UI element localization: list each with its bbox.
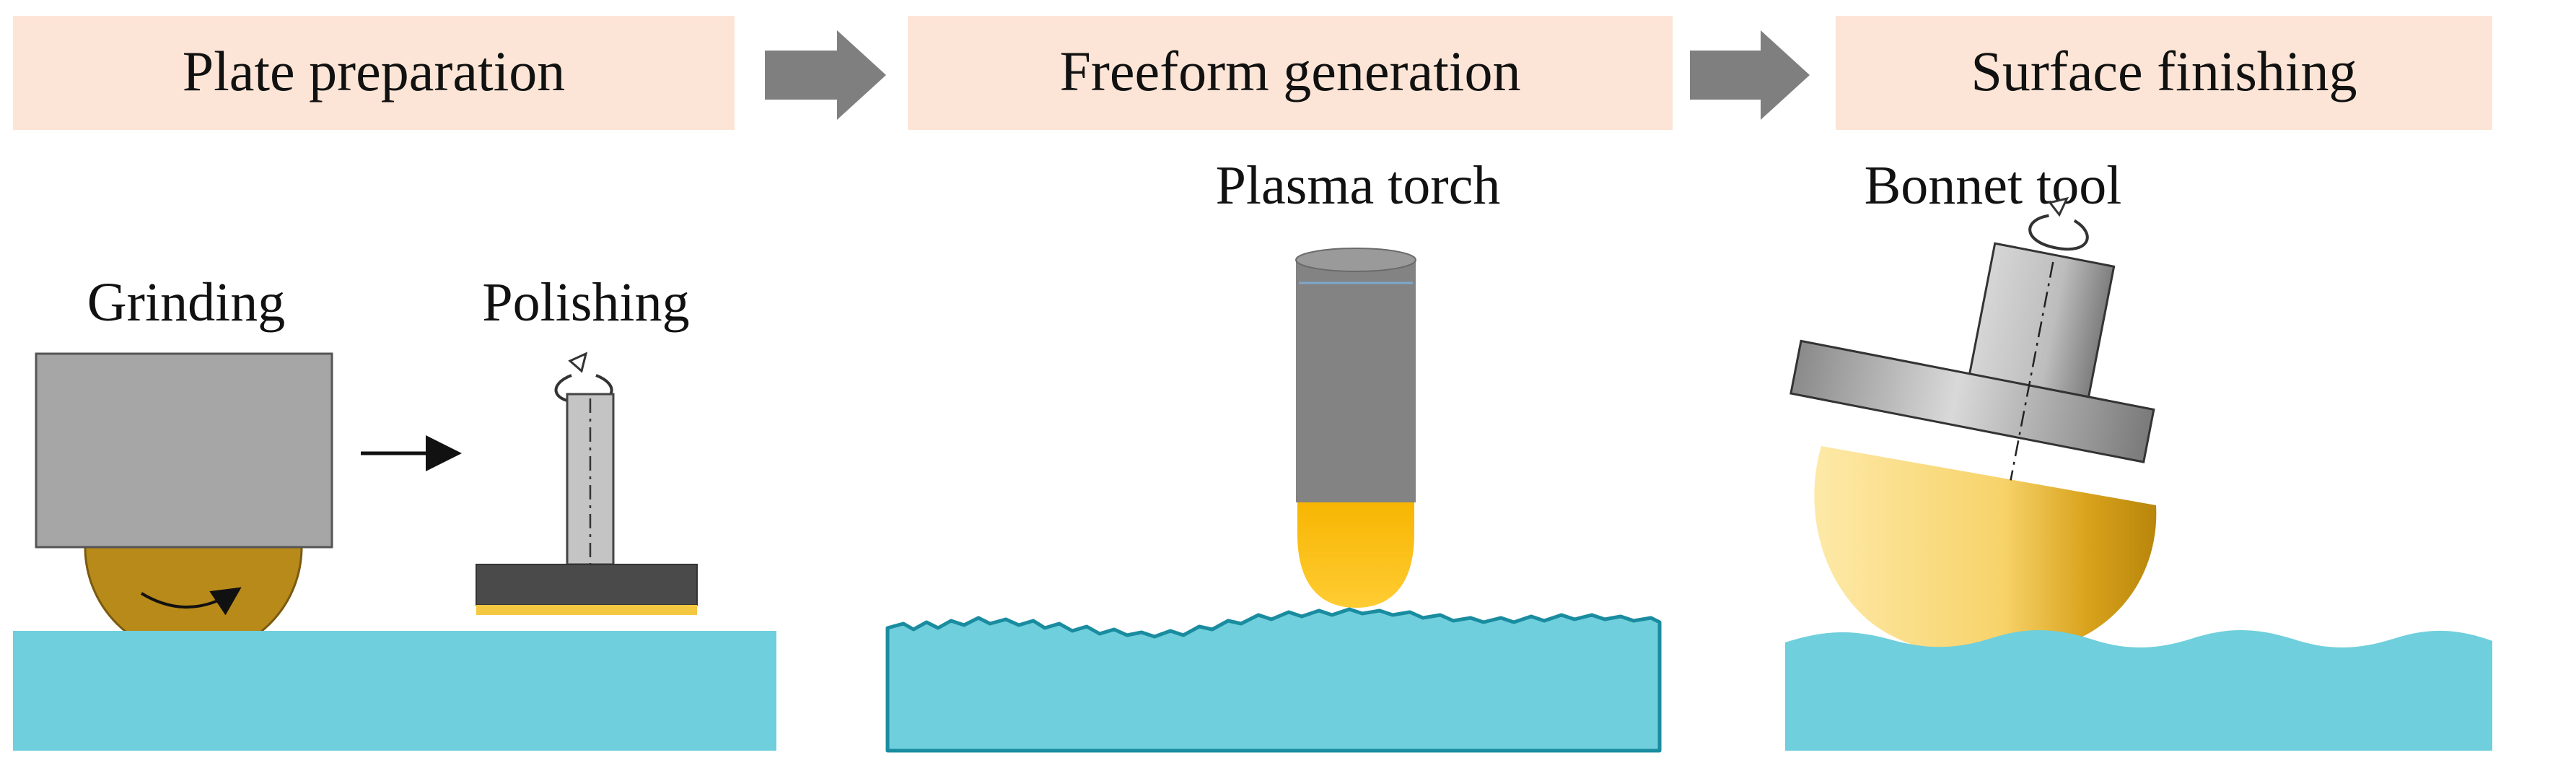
- spin-arrow-tip-icon: [2048, 196, 2069, 217]
- workpiece-plate: [13, 631, 776, 751]
- torch-body: [1296, 260, 1416, 502]
- rough-workpiece-surface: [885, 607, 1662, 753]
- rotation-arrow-icon: [140, 587, 242, 616]
- polishing-film: [476, 605, 697, 615]
- stage-plate-preparation: Plate preparation: [13, 16, 735, 130]
- stage-surface-finishing: Surface finishing: [1836, 16, 2492, 130]
- grinding-label: Grinding: [87, 272, 285, 333]
- flow-arrow-icon: [765, 30, 886, 120]
- bonnet-axis: [2010, 261, 2054, 481]
- polishing-label: Polishing: [482, 272, 689, 333]
- wavy-workpiece-surface: [1785, 629, 2492, 751]
- plasma-torch-label: Plasma torch: [1216, 155, 1501, 216]
- spin-arrow-tip-icon: [568, 352, 588, 373]
- plasma-torch-illustration: Plasma torch: [1216, 155, 1501, 608]
- stage-box: [13, 16, 735, 130]
- stage-label: Freeform generation: [1060, 40, 1521, 102]
- stage-box: [1836, 16, 2492, 130]
- stage-freeform-generation: Freeform generation: [908, 16, 1673, 130]
- grinding-housing: [35, 352, 333, 549]
- polishing-pad: [476, 564, 698, 606]
- bonnet-tool-label: Bonnet tool: [1865, 155, 2122, 216]
- bonnet-sphere: [1814, 446, 2157, 658]
- torch-top: [1295, 248, 1416, 272]
- stage-label: Surface finishing: [1971, 40, 2357, 102]
- grinding-illustration: Grinding: [35, 272, 333, 657]
- bonnet-tool-illustration: Bonnet tool: [1789, 155, 2157, 658]
- stage-box: [908, 16, 1673, 130]
- bonnet-flange: [1789, 339, 2155, 463]
- flow-arrow-icon: [1690, 30, 1810, 120]
- spin-arrow-icon: [2028, 214, 2089, 251]
- plasma-flame: [1297, 498, 1414, 608]
- stage-label: Plate preparation: [183, 40, 566, 102]
- polishing-illustration: Polishing: [476, 272, 698, 615]
